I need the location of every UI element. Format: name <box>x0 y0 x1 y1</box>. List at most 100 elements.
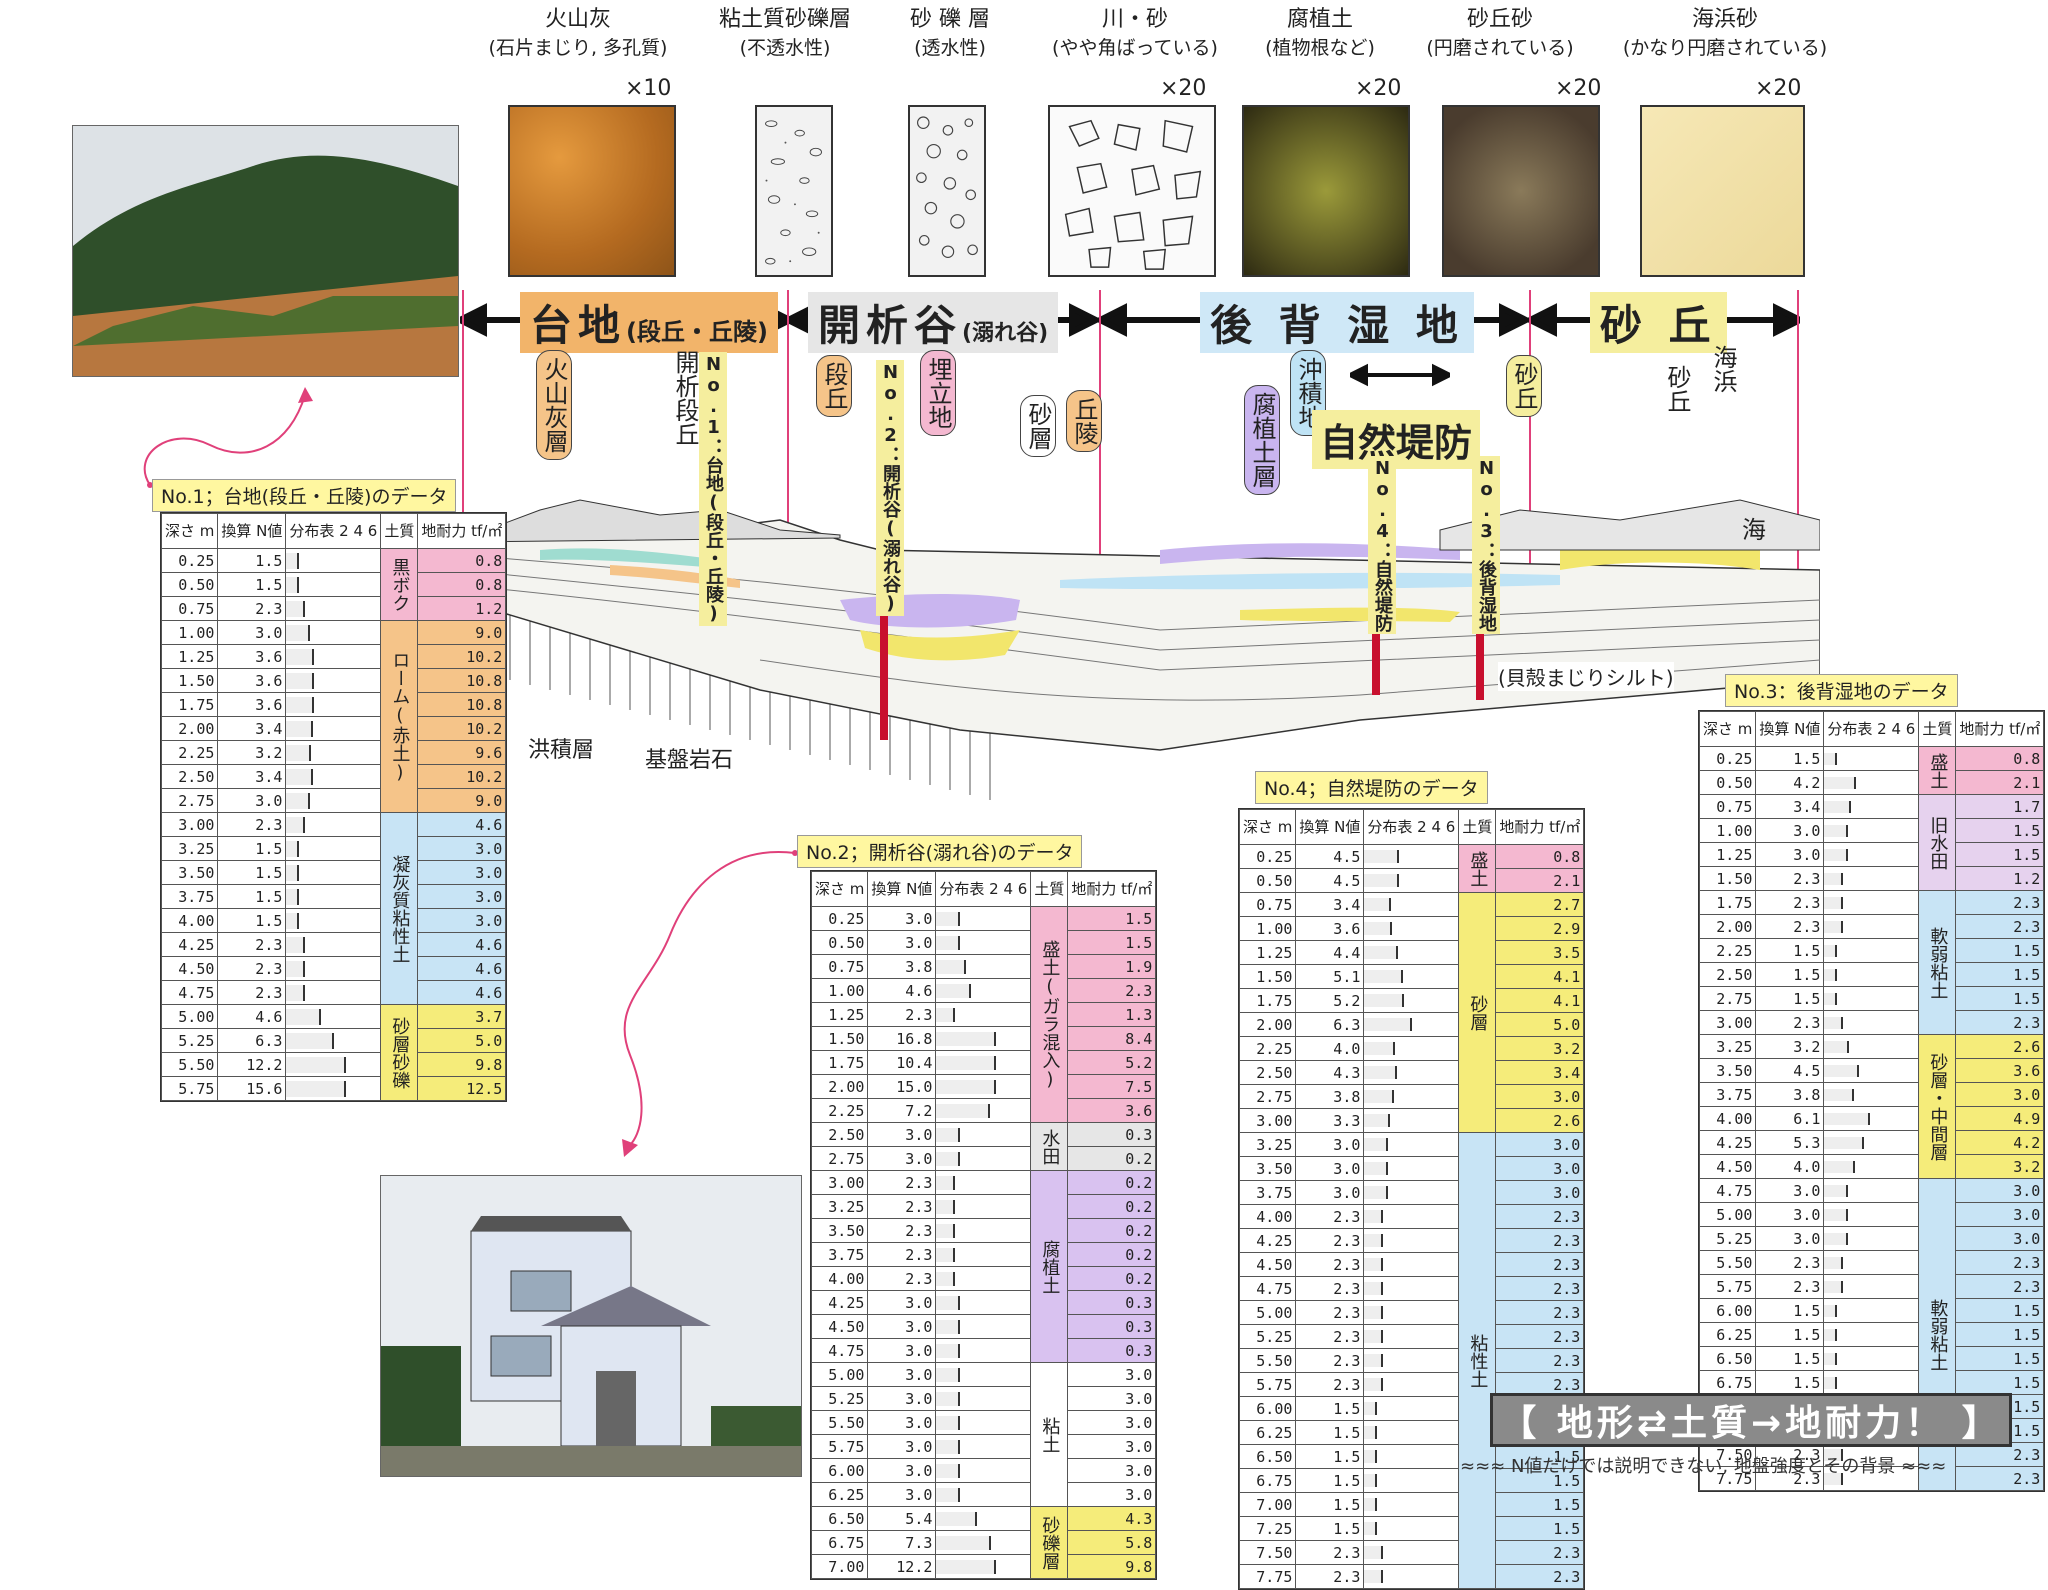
distribution-bar <box>1823 986 1920 1011</box>
bearing-cell: 3.0 <box>1495 1180 1585 1205</box>
distribution-bar <box>1823 746 1920 771</box>
distribution-bar <box>935 1290 1032 1315</box>
distribution-bar <box>1823 1154 1920 1179</box>
bearing-cell: 2.3 <box>1495 1228 1585 1253</box>
bearing-cell: 3.0 <box>417 884 507 909</box>
bearing-cell: 3.0 <box>417 908 507 933</box>
distribution-bar <box>285 764 382 789</box>
bearing-cell: 2.1 <box>1495 868 1585 893</box>
bearing-cell: 1.2 <box>1955 866 2045 891</box>
n-value-cell: 2.3 <box>1295 1228 1365 1253</box>
n-value-cell: 3.4 <box>1295 892 1365 917</box>
distribution-bar <box>935 1410 1032 1435</box>
depth-cell: 2.25 <box>1238 1036 1297 1061</box>
n-value-cell: 1.5 <box>1295 1444 1365 1469</box>
magnification-label: ×20 <box>1355 76 1402 101</box>
distribution-bar <box>935 1002 1032 1027</box>
borehole-pole-no3 <box>1476 600 1484 700</box>
table-title-no1: No.1；台地(段丘・丘陵)のデータ <box>152 479 457 512</box>
n-value-bar <box>1824 1016 1844 1029</box>
bearing-cell: 2.3 <box>1495 1540 1585 1565</box>
n-value-bar <box>1824 1184 1849 1197</box>
distribution-bar <box>1363 1564 1460 1589</box>
n-value-bar <box>286 648 315 665</box>
n-value-bar <box>936 1031 997 1046</box>
distribution-bar <box>285 956 382 981</box>
distribution-bar <box>1823 1226 1920 1251</box>
sample-image-clay-gravel <box>755 105 833 277</box>
soil-type-cell: 砂層砂礫 <box>380 1004 419 1101</box>
n-value-bar <box>286 696 315 713</box>
bearing-cell: 0.2 <box>1067 1242 1157 1267</box>
bearing-cell: 4.2 <box>1955 1130 2045 1155</box>
distribution-bar <box>1823 1106 1920 1131</box>
depth-cell: 4.25 <box>160 932 219 957</box>
n-value-bar <box>286 792 311 809</box>
bearing-cell: 2.6 <box>1495 1108 1585 1133</box>
distribution-bar <box>1363 1444 1460 1469</box>
depth-cell: 3.50 <box>160 860 219 885</box>
depth-cell: 2.50 <box>1698 962 1757 987</box>
bearing-cell: 3.0 <box>1067 1458 1157 1483</box>
n-value-cell: 2.3 <box>1295 1204 1365 1229</box>
n-value-cell: 2.3 <box>1295 1348 1365 1373</box>
bearing-cell: 2.3 <box>1955 890 2045 915</box>
bearing-cell: 10.2 <box>417 644 507 669</box>
n-value-bar <box>286 816 306 833</box>
label-dune-small: 砂丘 <box>1506 355 1542 417</box>
distribution-bar <box>935 1170 1032 1195</box>
distribution-bar <box>1363 1540 1460 1565</box>
depth-cell: 3.50 <box>1698 1058 1757 1083</box>
region-label-valley: 開析谷(溺れ谷) <box>808 292 1059 353</box>
depth-cell: 1.00 <box>160 620 219 645</box>
column-header-dist: 分布表 2 4 6 <box>1823 711 1920 747</box>
n-value-bar <box>1364 1234 1384 1247</box>
n-value-bar <box>286 720 314 737</box>
distribution-bar <box>285 572 382 597</box>
n-value-cell: 5.1 <box>1295 964 1365 989</box>
column-header-bearing: 地耐力 tf/㎡ <box>1955 711 2045 747</box>
distribution-bar <box>1823 1034 1920 1059</box>
n-value-cell: 3.3 <box>1295 1108 1365 1133</box>
n-value-bar <box>936 1319 961 1334</box>
photo-house <box>380 1175 802 1477</box>
n-value-cell: 1.5 <box>217 884 287 909</box>
depth-cell: 0.50 <box>1698 770 1757 795</box>
depth-cell: 3.75 <box>160 884 219 909</box>
n-value-cell: 4.6 <box>217 1004 287 1029</box>
distribution-bar <box>935 1458 1032 1483</box>
distribution-bar <box>285 908 382 933</box>
bearing-cell: 12.5 <box>417 1076 507 1101</box>
n-value-cell: 4.0 <box>1295 1036 1365 1061</box>
bearing-cell: 3.0 <box>417 860 507 885</box>
depth-cell: 3.25 <box>1698 1034 1757 1059</box>
n-value-cell: 3.0 <box>867 930 937 955</box>
n-value-bar <box>1824 1448 1844 1461</box>
label-sand-layer: 砂層 <box>1020 395 1056 457</box>
bearing-cell: 9.8 <box>1067 1554 1157 1579</box>
depth-cell: 4.25 <box>1698 1130 1757 1155</box>
distribution-bar <box>1363 1228 1460 1253</box>
n-value-bar <box>1364 1450 1378 1463</box>
n-value-bar <box>286 984 306 1001</box>
bearing-cell: 10.8 <box>417 668 507 693</box>
bearing-cell: 3.2 <box>1955 1154 2045 1179</box>
n-value-bar <box>936 1103 991 1118</box>
n-value-cell: 3.0 <box>867 1410 937 1435</box>
arrow-photo-plateau <box>143 387 313 488</box>
